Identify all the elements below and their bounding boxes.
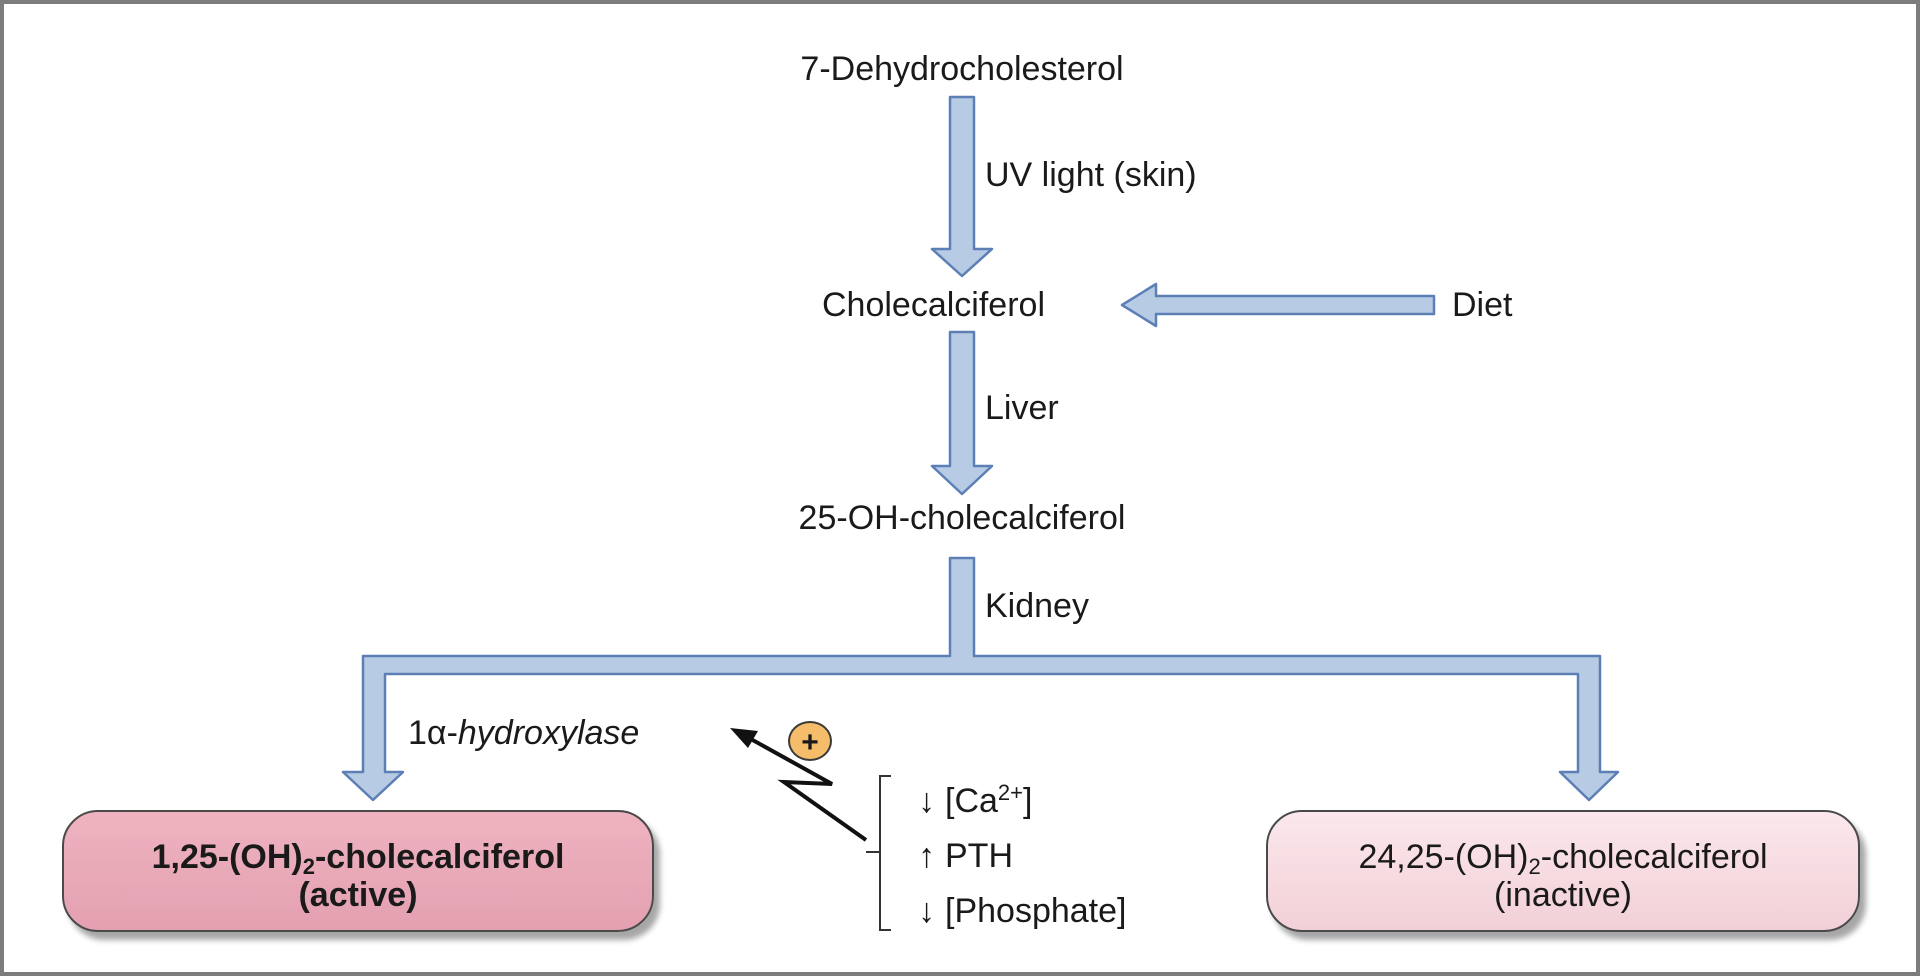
stimulation-arrowhead <box>730 728 758 748</box>
enzyme-label: 1α-hydroxylase <box>408 716 639 750</box>
arrow-liver-down <box>930 330 994 496</box>
arrow-kidney-split <box>341 556 1620 802</box>
product-active-name: 1,25-(OH)2-cholecalciferol <box>151 838 565 879</box>
enzyme-name: hydroxylase <box>457 714 640 752</box>
node-7-dehydrocholesterol: 7-Dehydrocholesterol <box>800 50 1124 88</box>
down-arrow-icon: ↓ <box>918 892 935 930</box>
node-cholecalciferol: Cholecalciferol <box>822 286 1045 324</box>
step-uv-light: UV light (skin) <box>985 156 1197 194</box>
regulator-bracket <box>866 775 891 931</box>
product-inactive-name: 24,25-(OH)2-cholecalciferol <box>1358 838 1768 879</box>
node-diet: Diet <box>1452 286 1513 324</box>
regulator-calcium: ↓[Ca2+] <box>918 780 1033 820</box>
step-kidney: Kidney <box>985 587 1089 625</box>
product-active-status: (active) <box>298 876 418 914</box>
step-liver: Liver <box>985 389 1059 427</box>
product-inactive-box: 24,25-(OH)2-cholecalciferol (inactive) <box>1266 810 1860 932</box>
arrow-layer <box>341 95 1620 931</box>
regulator-pth: ↑PTH <box>918 837 1013 875</box>
node-25-oh-cholecalciferol: 25-OH-cholecalciferol <box>798 499 1126 537</box>
plus-icon: + <box>788 721 832 761</box>
product-inactive-status: (inactive) <box>1494 876 1632 914</box>
arrow-uv-down <box>930 95 994 278</box>
down-arrow-icon: ↓ <box>918 782 935 820</box>
regulator-phosphate: ↓[Phosphate] <box>918 892 1127 930</box>
arrow-diet-left <box>1120 282 1436 328</box>
up-arrow-icon: ↑ <box>918 837 935 875</box>
product-active-box: 1,25-(OH)2-cholecalciferol (active) <box>62 810 654 932</box>
enzyme-prefix: 1α- <box>408 714 458 752</box>
stimulation-zigzag <box>748 736 868 842</box>
